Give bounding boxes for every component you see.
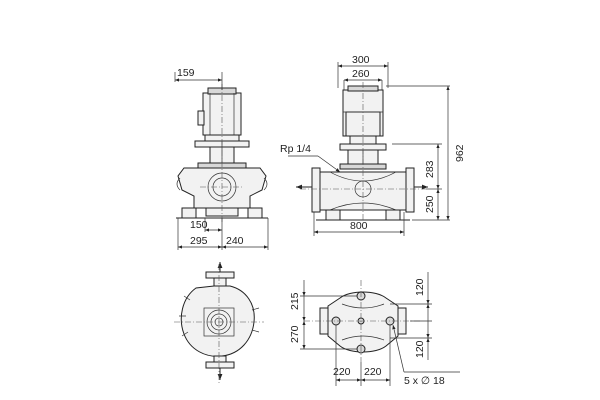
front-view: 159 150 295 240 <box>174 67 269 250</box>
dim-left-span: 220 <box>333 366 351 378</box>
dim-width-left: 295 <box>190 235 208 247</box>
top-view <box>174 262 264 384</box>
base-view: 215 270 120 120 220 220 5 x ∅ 18 <box>289 272 460 387</box>
dim-motor-width: 300 <box>352 54 370 66</box>
dim-port-centre: 150 <box>190 219 208 231</box>
dim-total-height: 962 <box>454 144 466 162</box>
dim-motor-offset: 159 <box>177 67 195 79</box>
holes-callout: 5 x ∅ 18 <box>404 375 445 387</box>
dim-upper-height: 283 <box>424 160 436 178</box>
dim-width-right: 240 <box>226 235 244 247</box>
dim-top-offset: 215 <box>289 292 301 310</box>
dim-motor-inner-width: 260 <box>352 68 370 80</box>
side-view: Rp 1/4 300 260 283 250 962 800 <box>280 54 466 236</box>
dim-lower-offset: 270 <box>289 325 301 343</box>
dim-overall-length: 800 <box>350 220 368 232</box>
gauge-port-label: Rp 1/4 <box>280 143 311 155</box>
dim-right-span: 220 <box>364 366 382 378</box>
dim-right-lower: 120 <box>414 340 426 358</box>
dim-right-upper: 120 <box>414 278 426 296</box>
dim-port-height: 250 <box>424 195 436 213</box>
